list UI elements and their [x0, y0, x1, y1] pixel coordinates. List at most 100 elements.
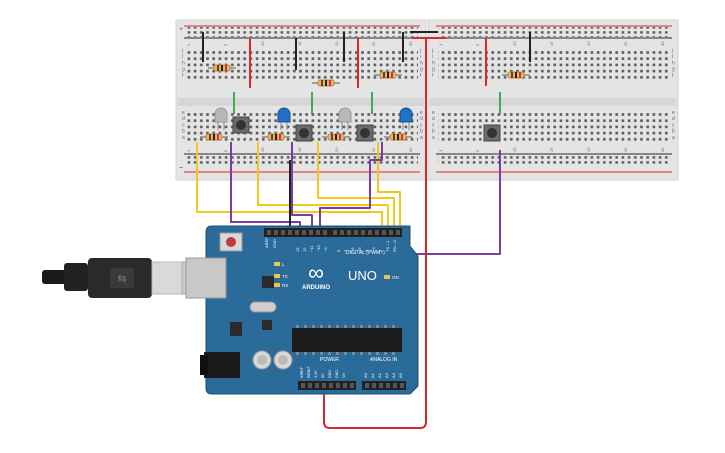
breadboard-row-label: f [182, 73, 184, 79]
breadboard-row-label: b [182, 129, 185, 135]
breadboard-row-label: a [432, 135, 435, 141]
breadboard-column-label: 5 [475, 43, 480, 46]
breadboard-row-label: b [672, 129, 675, 135]
breadboard-row-label: e [420, 110, 423, 116]
arduino-logo-icon: ∞ [308, 260, 324, 285]
resistor [322, 133, 350, 141]
analog-pin-label: A0 [363, 372, 368, 378]
breadboard-column-label: 15 [549, 41, 554, 46]
digital-pin-label: ~5 [357, 247, 362, 252]
digital-pin-label: ~6 [350, 247, 355, 252]
breadboard-column-label: 30 [408, 147, 413, 152]
tx-label: TX [282, 274, 288, 279]
l-label: L [282, 262, 285, 267]
digital-pin-label: RX←0 [392, 239, 397, 252]
breadboard-row-label: b [432, 129, 435, 135]
breadboard-row-label: j [181, 48, 183, 54]
breadboard-row-label: e [672, 110, 675, 116]
power-header [298, 381, 356, 390]
breadboard-row-label: d [432, 116, 435, 122]
breadboard-row-label: g [182, 67, 185, 73]
breadboard-row-label: a [182, 135, 185, 141]
breadboard-right [427, 19, 679, 181]
breadboard-row-label: g [432, 67, 435, 73]
resistor [374, 71, 402, 79]
breadboard-row-label: i [432, 54, 433, 60]
wires [196, 37, 501, 429]
push-button[interactable] [295, 124, 313, 142]
push-button[interactable] [356, 124, 374, 142]
power-pin-label: 3.3V [314, 370, 318, 378]
breadboard-row-label: a [672, 135, 675, 141]
breadboard-row-label: j [671, 48, 673, 54]
breadboard-row-label: d [672, 116, 675, 122]
breadboard-row-label: c [420, 122, 423, 128]
rail-minus-label: − [179, 165, 183, 172]
breadboard-column-label: 10 [512, 147, 517, 152]
power-pin-label: Vin [342, 373, 346, 378]
breadboard-row-label: f [420, 73, 422, 79]
breadboard-row-label: f [432, 73, 434, 79]
digital-pin-label: 12 [302, 247, 307, 252]
breadboard-row-label: a [420, 135, 423, 141]
breadboard-row-label: e [182, 110, 185, 116]
breadboard-column-label: 20 [334, 147, 339, 152]
breadboard-row-label: i [420, 54, 421, 60]
digital-pin-label: 2 [378, 249, 383, 252]
usb-cable-end [42, 270, 70, 284]
analog-label: ANALOG IN [370, 357, 398, 363]
rx-label: RX [282, 283, 288, 288]
push-button[interactable] [232, 116, 250, 134]
usb-port [185, 257, 227, 299]
breadboard-column-label: 30 [660, 147, 665, 152]
breadboard-row-label: d [182, 116, 185, 122]
analog-pin-label: A1 [370, 372, 375, 378]
breadboard-row-label: i [672, 54, 673, 60]
breadboard-column-label: 1 [438, 43, 443, 46]
breadboard-row-label: e [432, 110, 435, 116]
breadboard-column-label: 5 [223, 149, 228, 152]
digital-pin-label: ~10 [316, 244, 321, 252]
resistor [200, 133, 228, 141]
breadboard-row-label: h [672, 60, 675, 66]
breadboard-column-label: 20 [334, 41, 339, 46]
breadboard-row-label: g [420, 67, 423, 73]
breadboard-row-label: j [431, 48, 433, 54]
breadboard-row-label: c [672, 122, 675, 128]
resistor [384, 133, 412, 141]
power-pin-label: RESET [307, 365, 311, 378]
breadboard-column-label: 15 [297, 41, 302, 46]
resistor [502, 71, 530, 79]
on-label: ON [392, 275, 399, 280]
usb-icon: ⇆ [117, 273, 126, 285]
digital-pin-label: 8 [336, 249, 341, 252]
breadboard-column-label: 1 [186, 149, 191, 152]
rail-plus-label: + [179, 26, 183, 33]
breadboard-column-label: 1 [186, 43, 191, 46]
push-button[interactable] [483, 124, 501, 142]
analog-header [362, 381, 406, 390]
resistor [262, 133, 290, 141]
breadboard-column-label: 25 [371, 41, 376, 46]
digital-pin-label: 13 [295, 247, 300, 252]
breadboard-column-label: 30 [660, 41, 665, 46]
aref-label: AREF [264, 237, 269, 248]
analog-pin-label: A2 [377, 372, 382, 378]
model-label: UNO [348, 268, 377, 283]
power-pin-label: IOREF [300, 366, 304, 378]
breadboard-row-label: c [432, 122, 435, 128]
breadboard-column-label: 15 [297, 147, 302, 152]
digital-pin-label: TX→1 [385, 240, 390, 252]
resistor [312, 79, 340, 87]
breadboard-row-label: h [420, 60, 423, 66]
breadboard-column-label: 20 [586, 41, 591, 46]
breadboard-column-label: 10 [260, 147, 265, 152]
breadboard-row-label: g [672, 67, 675, 73]
digital-pin-label: 4 [364, 249, 369, 252]
breadboard-column-label: 25 [371, 147, 376, 152]
breadboard-column-label: 10 [260, 41, 265, 46]
breadboard-column-label: 15 [549, 147, 554, 152]
breadboard-row-label: h [432, 60, 435, 66]
breadboard-column-label: 10 [512, 41, 517, 46]
